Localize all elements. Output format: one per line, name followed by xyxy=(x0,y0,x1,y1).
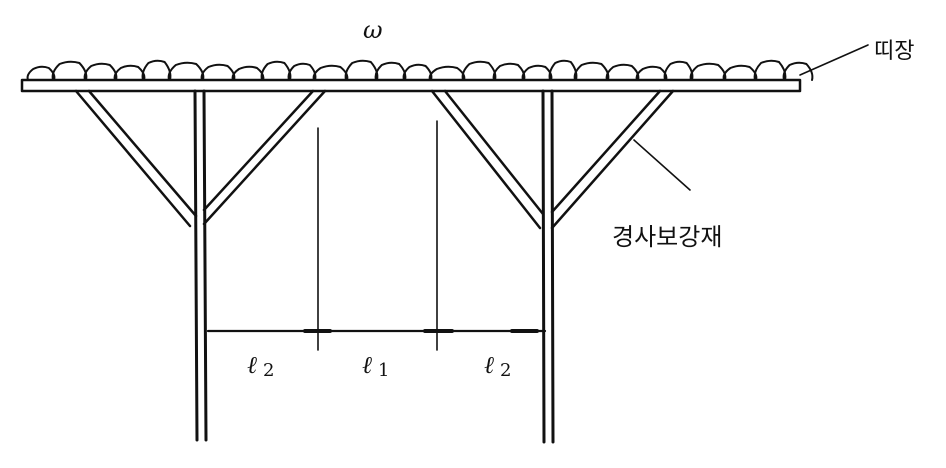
sheathing-label: 띠장 xyxy=(874,39,914,64)
left-post-inner xyxy=(202,89,208,442)
span-subscript: 1 xyxy=(378,360,389,381)
stone xyxy=(782,61,814,81)
stone xyxy=(26,65,56,81)
stone xyxy=(402,63,433,81)
left-brace-a-outer xyxy=(74,89,192,228)
left-brace-b-outer xyxy=(202,89,327,226)
stone xyxy=(722,64,758,81)
stone xyxy=(548,59,578,81)
right-post-outer xyxy=(541,89,546,444)
span-subscript: 2 xyxy=(500,360,511,381)
sheathing-plank xyxy=(20,78,802,93)
stone xyxy=(605,63,640,81)
stone xyxy=(753,59,787,81)
sheathing-leader-line xyxy=(799,44,869,76)
stone xyxy=(461,60,497,81)
load-label: ω xyxy=(363,16,383,44)
stone xyxy=(312,64,349,81)
stone xyxy=(287,62,317,81)
stone xyxy=(83,62,118,81)
stone xyxy=(492,62,526,81)
span-symbol: ℓ xyxy=(247,351,257,379)
stone xyxy=(200,63,236,81)
span-subscript: 2 xyxy=(263,360,274,381)
stone xyxy=(167,61,205,81)
span-symbol: ℓ xyxy=(362,351,372,379)
stone xyxy=(573,61,610,81)
stone xyxy=(428,65,466,81)
stone xyxy=(689,62,727,81)
brace-label: 경사보강재 xyxy=(612,223,722,251)
stone xyxy=(260,60,292,81)
stone xyxy=(635,65,668,81)
stone xyxy=(231,65,265,81)
stone xyxy=(344,59,379,81)
stone xyxy=(113,64,146,81)
stone xyxy=(663,60,694,81)
stone xyxy=(374,61,407,81)
left-brace-a-inner xyxy=(87,89,198,218)
brace-leader-line xyxy=(633,139,691,191)
stone xyxy=(51,60,88,81)
right-brace-a-outer xyxy=(430,89,542,230)
stone-layer xyxy=(26,59,814,81)
span-symbol: ℓ xyxy=(484,351,494,379)
stone xyxy=(141,59,172,81)
right-post-inner xyxy=(550,89,555,444)
stone xyxy=(521,64,553,81)
left-post-outer xyxy=(193,89,199,442)
right-brace-a-inner xyxy=(443,89,545,216)
right-brace-b-outer xyxy=(550,89,675,230)
left-brace-b-inner xyxy=(202,89,315,212)
right-brace-b-inner xyxy=(550,89,662,214)
